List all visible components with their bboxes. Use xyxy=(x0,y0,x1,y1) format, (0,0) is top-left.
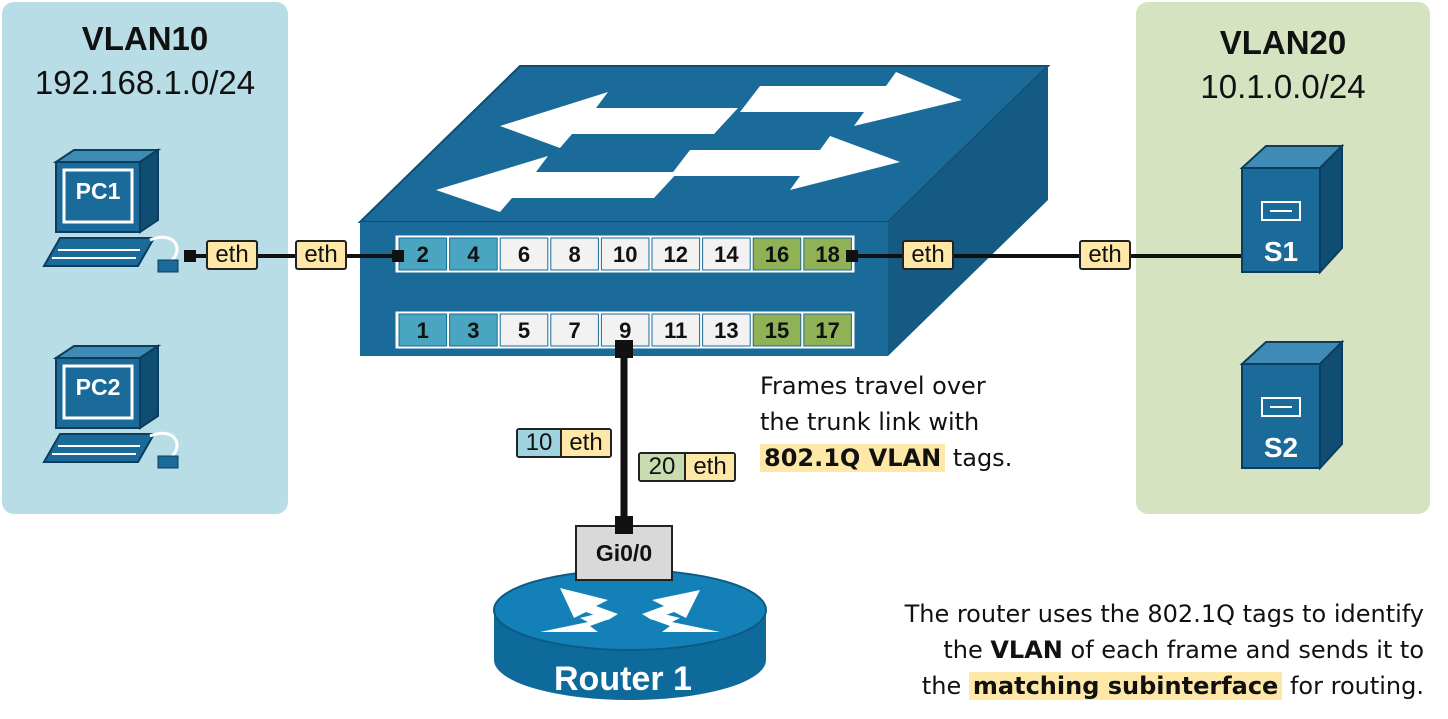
top-port-label-4: 4 xyxy=(467,242,480,267)
top-port-label-18: 18 xyxy=(815,242,839,267)
pc1-icon xyxy=(42,148,179,273)
router-note-line2-post: of each frame and sends it to xyxy=(1062,636,1425,664)
eth-tag-s1: eth xyxy=(1079,240,1131,270)
top-port-14 xyxy=(702,237,751,271)
trunk-note-highlight: 802.1Q VLAN xyxy=(760,444,946,472)
eth-tag-switch-right-text: eth xyxy=(911,241,945,268)
vlan10-tag-id: 10 xyxy=(518,430,562,456)
vlan10-title: VLAN10 xyxy=(81,20,209,57)
router-note-line3: the matching subinterface for routing. xyxy=(905,668,1424,704)
eth-tag-switch-left-text: eth xyxy=(304,241,338,268)
server-s2-icon xyxy=(1239,339,1345,471)
router-note-line1: The router uses the 802.1Q tags to ident… xyxy=(904,600,1424,628)
top-port-label-2: 2 xyxy=(417,242,429,267)
vlan20-title: VLAN20 xyxy=(1219,24,1347,61)
server-s1-icon xyxy=(1239,143,1345,275)
top-port-12 xyxy=(651,237,701,271)
trunk-note-line2: the trunk link with xyxy=(760,408,980,436)
bottom-port-label-7: 7 xyxy=(568,318,580,343)
vlan20-tagged-frame: 20 eth xyxy=(638,452,736,482)
top-port-label-8: 8 xyxy=(568,242,580,267)
bottom-port-label-17: 17 xyxy=(815,318,839,343)
top-port-label-16: 16 xyxy=(765,242,789,267)
top-port-label-10: 10 xyxy=(613,242,637,267)
router-note: The router uses the 802.1Q tags to ident… xyxy=(905,596,1424,704)
bottom-port-11 xyxy=(651,313,701,347)
trunk-note-line1: Frames travel over xyxy=(760,372,986,400)
top-port-2 xyxy=(398,237,448,271)
pc2-label: PC2 xyxy=(75,374,121,400)
bottom-port-label-3: 3 xyxy=(467,318,479,343)
vlan20-tag-id: 20 xyxy=(640,454,686,480)
bottom-port-3 xyxy=(449,313,498,347)
top-port-8 xyxy=(550,237,599,271)
vlan10-tag-eth: eth xyxy=(562,430,610,456)
router-note-line3-post: for routing. xyxy=(1282,672,1424,700)
pc2-icon xyxy=(42,344,179,469)
router-note-highlight: matching subinterface xyxy=(968,672,1283,700)
bottom-port-label-11: 11 xyxy=(664,318,687,343)
top-port-16 xyxy=(752,237,802,271)
bottom-port-15 xyxy=(752,313,802,347)
router-icon xyxy=(493,569,767,700)
eth-tag-switch-right: eth xyxy=(902,240,954,270)
router-note-line2: the VLAN of each frame and sends it to xyxy=(905,632,1424,668)
top-port-label-14: 14 xyxy=(714,242,739,267)
s1-label: S1 xyxy=(1263,236,1299,267)
bottom-port-13 xyxy=(702,313,751,347)
router-note-line2-pre: the xyxy=(943,636,991,664)
top-port-6 xyxy=(499,237,549,271)
vlan20-subnet: 10.1.0.0/24 xyxy=(1200,68,1366,105)
eth-tag-pc1-text: eth xyxy=(215,241,249,268)
bottom-port-5 xyxy=(499,313,549,347)
router-note-vlan: VLAN xyxy=(990,636,1063,664)
eth-tag-s1-text: eth xyxy=(1088,241,1122,268)
vlan10-subnet: 192.168.1.0/24 xyxy=(34,64,256,101)
bottom-port-label-5: 5 xyxy=(518,318,530,343)
router-port-connector xyxy=(615,516,633,534)
pc1-label: PC1 xyxy=(75,178,121,204)
eth-tag-switch-left: eth xyxy=(295,240,347,270)
eth-tag-pc1: eth xyxy=(206,240,258,270)
vlan10-tagged-frame: 10 eth xyxy=(516,428,612,458)
bottom-port-17 xyxy=(803,313,852,347)
bottom-port-label-1: 1 xyxy=(417,318,429,343)
bottom-port-label-13: 13 xyxy=(714,318,738,343)
top-port-4 xyxy=(449,237,498,271)
top-port-label-12: 12 xyxy=(664,242,688,267)
router-label: Router 1 xyxy=(554,660,692,698)
trunk-note-line3: 802.1Q VLAN tags. xyxy=(760,440,1012,476)
top-port-18 xyxy=(803,237,852,271)
bottom-port-1 xyxy=(398,313,448,347)
bottom-port-label-15: 15 xyxy=(765,318,789,343)
s2-label: S2 xyxy=(1263,432,1299,463)
bottom-port-label-9: 9 xyxy=(619,318,631,343)
top-port-label-6: 6 xyxy=(518,242,530,267)
trunk-note: Frames travel over the trunk link with 8… xyxy=(760,368,1012,476)
bottom-port-7 xyxy=(550,313,599,347)
trunk-note-tail: tags. xyxy=(945,444,1013,472)
router-note-line3-pre: the xyxy=(921,672,969,700)
top-port-10 xyxy=(600,237,650,271)
vlan20-tag-eth: eth xyxy=(686,454,734,480)
